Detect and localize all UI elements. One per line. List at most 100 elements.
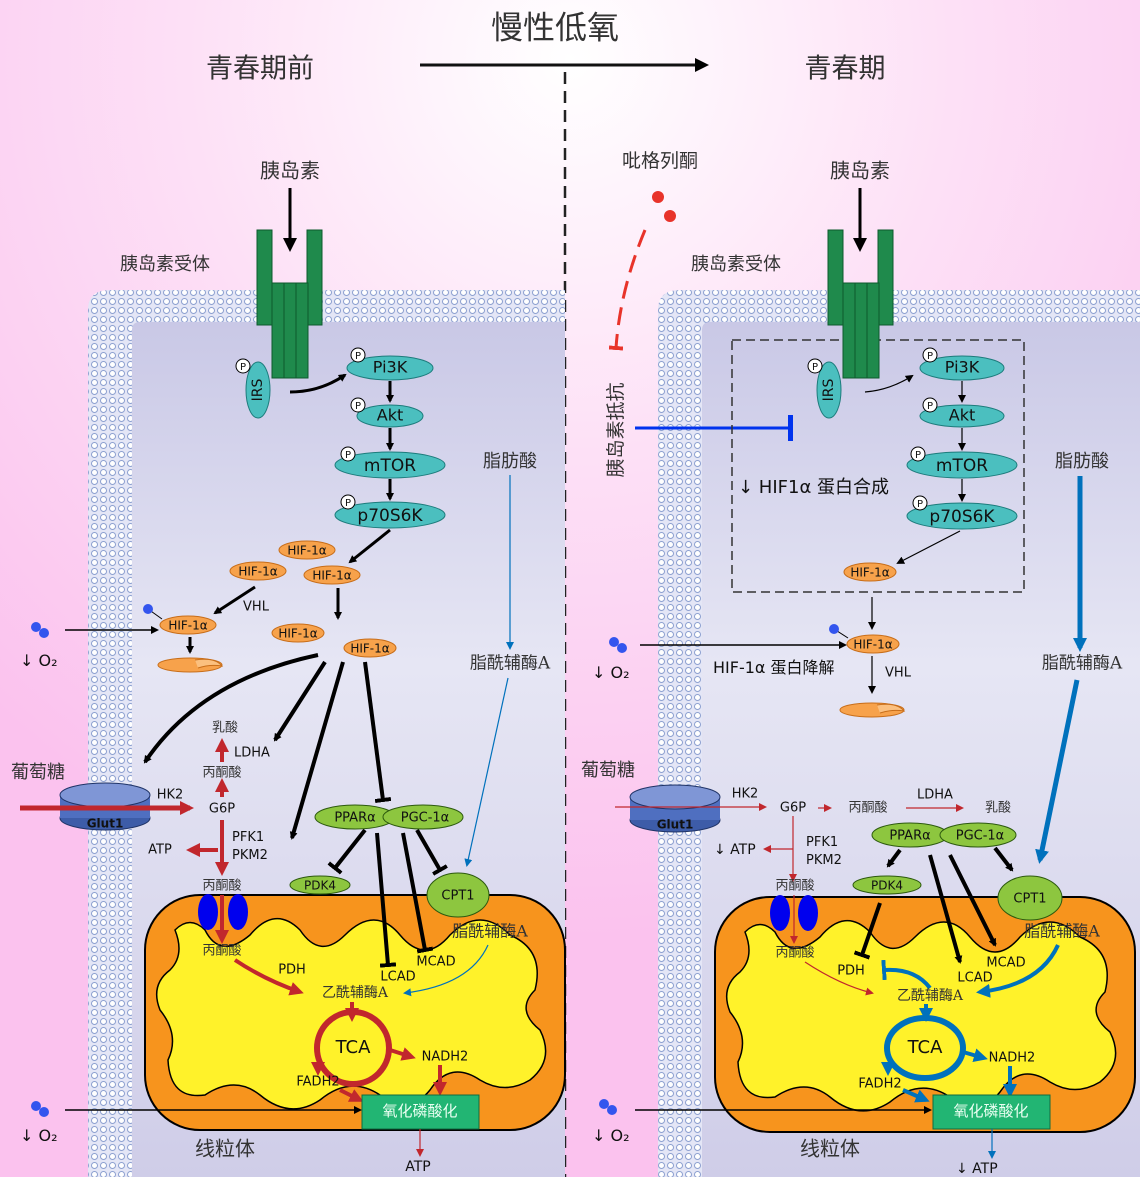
oxygen-molecule-icon-2 (31, 1101, 49, 1117)
svg-text:Akt: Akt (949, 406, 975, 425)
svg-text:PDK4: PDK4 (871, 879, 903, 893)
pfk1-label: PFK1 (232, 830, 264, 845)
svg-text:mTOR: mTOR (936, 456, 988, 476)
pioglitazone-label: 吡格列酮 (622, 150, 698, 172)
oxygen-molecule-icon-2 (599, 1099, 617, 1115)
glucose-label: 葡萄糖 (581, 760, 635, 781)
pyruvate-label: 丙酮酸 (848, 801, 887, 816)
lactate-label: 乳酸 (212, 721, 238, 736)
ppara-protein: PPARα (314, 804, 396, 830)
svg-text:HIF-1α: HIF-1α (853, 638, 892, 652)
svg-text:TCA: TCA (907, 1037, 944, 1058)
acyl-coa-to-cpt1-arrow (464, 677, 509, 867)
hif1a-proteins: HIF-1α HIF-1α HIF-1α HIF-1α HIF-1α HIF-1… (159, 540, 397, 658)
hif-synthesis-label: ↓ HIF1α 蛋白合成 (738, 477, 889, 498)
pioglitazone-inhibition-line (608, 229, 647, 351)
mcad-label: MCAD (986, 956, 1025, 971)
glucose-label: 葡萄糖 (11, 762, 65, 783)
glut1-transporter: Glut1 (629, 784, 721, 833)
fadh2-label: FADH2 (858, 1077, 901, 1092)
pdh-label: PDH (278, 963, 306, 978)
svg-text:P: P (355, 401, 361, 412)
mito-pyruvate-label: 丙酮酸 (775, 946, 814, 961)
pyruvate-carrier (770, 895, 818, 931)
pyruvate-carrier (198, 894, 248, 930)
fadh-to-oxphos-arrow (902, 1088, 930, 1103)
svg-text:P: P (927, 401, 933, 412)
tca-cycle: TCA (884, 1015, 966, 1081)
g6p-label: G6P (209, 802, 235, 817)
svg-text:P: P (355, 351, 361, 362)
svg-text:PGC-1α: PGC-1α (956, 829, 1005, 844)
lcad-label: LCAD (957, 971, 992, 986)
svg-text:P: P (345, 450, 351, 461)
pdh-label: PDH (837, 964, 865, 979)
svg-text:P: P (240, 362, 246, 373)
svg-text:P: P (345, 498, 351, 509)
kinase-cascade-arrows (186, 381, 394, 654)
beta-oxidation-arrow (403, 944, 489, 997)
svg-text:HIF-1α: HIF-1α (350, 642, 389, 656)
svg-text:PDK4: PDK4 (304, 879, 336, 893)
svg-text:Pi3K: Pi3K (373, 358, 408, 377)
fatty-acid-label: 脂肪酸 (483, 451, 537, 472)
oxygen-molecule-icon (609, 637, 627, 653)
mito-pyruvate-label: 丙酮酸 (202, 944, 241, 959)
pdh-arrow (233, 958, 304, 996)
hif-target-arrows (143, 653, 392, 840)
oxygen-molecule-icon (31, 622, 49, 638)
pkm2-label: PKM2 (806, 853, 842, 868)
nadh-arrow (962, 1048, 988, 1062)
irs-protein: IRS P (235, 358, 271, 419)
acetyl-coa-pdh-inhibition (881, 959, 932, 990)
svg-text:HIF-1α: HIF-1α (278, 627, 317, 641)
low-oxygen-label-2: ↓ O₂ (20, 1126, 58, 1145)
mito-acyl-coa-label: 脂酰辅酶A (1024, 922, 1100, 941)
svg-text:Glut1: Glut1 (657, 818, 694, 832)
atp-label: ↓ ATP (714, 842, 756, 858)
kinase-cascade-arrows (868, 381, 966, 694)
pi3k-protein: Pi3K P (346, 347, 434, 381)
pkm2-label: PKM2 (232, 848, 268, 863)
ppara-protein: PPARα (871, 822, 949, 848)
svg-text:TCA: TCA (335, 1037, 372, 1058)
insulin-receptor (827, 229, 894, 379)
atp-output-label: ↓ ATP (956, 1161, 998, 1177)
svg-text:IRS: IRS (821, 379, 837, 402)
pdk4-protein: PDK4 (852, 875, 922, 895)
pgc1a-protein: PGC-1α (939, 822, 1017, 848)
svg-text:HIF-1α: HIF-1α (312, 569, 351, 583)
g6p-label: G6P (780, 801, 806, 816)
mtor-protein: mTOR P (334, 446, 446, 479)
hydroxyl-group-icon (143, 604, 163, 620)
fadh-to-oxphos-arrow (339, 1088, 364, 1102)
nadh-arrow (389, 1047, 416, 1061)
hif1a-protein: HIF-1α (843, 562, 897, 582)
pfk1-label: PFK1 (806, 835, 838, 850)
svg-text:mTOR: mTOR (364, 456, 416, 476)
svg-text:Glut1: Glut1 (87, 817, 124, 831)
svg-text:IRS: IRS (250, 379, 266, 402)
svg-text:氧化磷酸化: 氧化磷酸化 (382, 1102, 457, 1120)
pgc1a-protein: PGC-1α (382, 804, 464, 830)
atp-label: ATP (148, 843, 172, 858)
atp-output-label: ATP (405, 1159, 430, 1175)
receptor-label: 胰岛素受体 (691, 254, 781, 275)
pioglitazone-pill-icon (652, 191, 676, 222)
cpt1-protein: CPT1 (997, 875, 1063, 921)
insulin-receptor (256, 229, 323, 379)
insulin-label: 胰岛素 (830, 159, 890, 183)
pdk4-protein: PDK4 (289, 875, 351, 895)
acetyl-coa-label: 乙酰辅酶A (322, 985, 389, 1001)
beta-oxidation-arrow (976, 944, 1060, 998)
pyruvate-label: 丙酮酸 (202, 766, 241, 781)
svg-text:HIF-1α: HIF-1α (287, 544, 326, 558)
svg-text:p70S6K: p70S6K (929, 507, 995, 527)
mcad-label: MCAD (416, 955, 455, 970)
stage-label: 青春期前 (206, 54, 314, 85)
svg-text:PPARα: PPARα (889, 829, 930, 844)
